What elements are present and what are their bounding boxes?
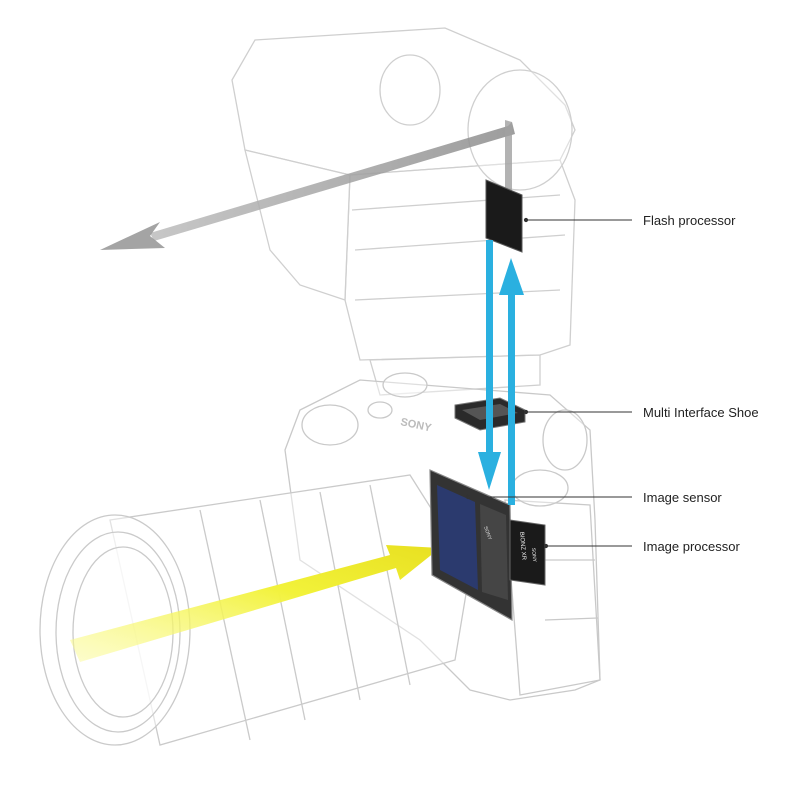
signal-arrows <box>478 240 524 505</box>
label-image-sensor: Image sensor <box>643 490 722 505</box>
label-multi-interface-shoe: Multi Interface Shoe <box>643 405 759 420</box>
processor-brand-text: SONY <box>530 548 537 563</box>
signal-arrow-up-head <box>499 258 524 295</box>
signal-arrow-down <box>486 240 493 455</box>
image-processor-chip: BIONZ XR SONY <box>509 519 546 586</box>
image-sensor-chip: SONY <box>429 469 513 622</box>
sensor-brand-text: SONY <box>482 526 493 542</box>
flash-unit <box>231 27 576 396</box>
label-flash-processor: Flash processor <box>643 213 736 228</box>
signal-arrow-up <box>508 290 515 505</box>
leader-lines <box>465 217 632 549</box>
flash-processor-chip <box>485 179 523 253</box>
label-image-processor: Image processor <box>643 539 740 554</box>
incoming-light-arrow <box>70 545 440 662</box>
processor-name-text: BIONZ XR <box>518 532 527 561</box>
lens <box>39 474 471 746</box>
signal-arrow-down-head <box>478 452 501 490</box>
